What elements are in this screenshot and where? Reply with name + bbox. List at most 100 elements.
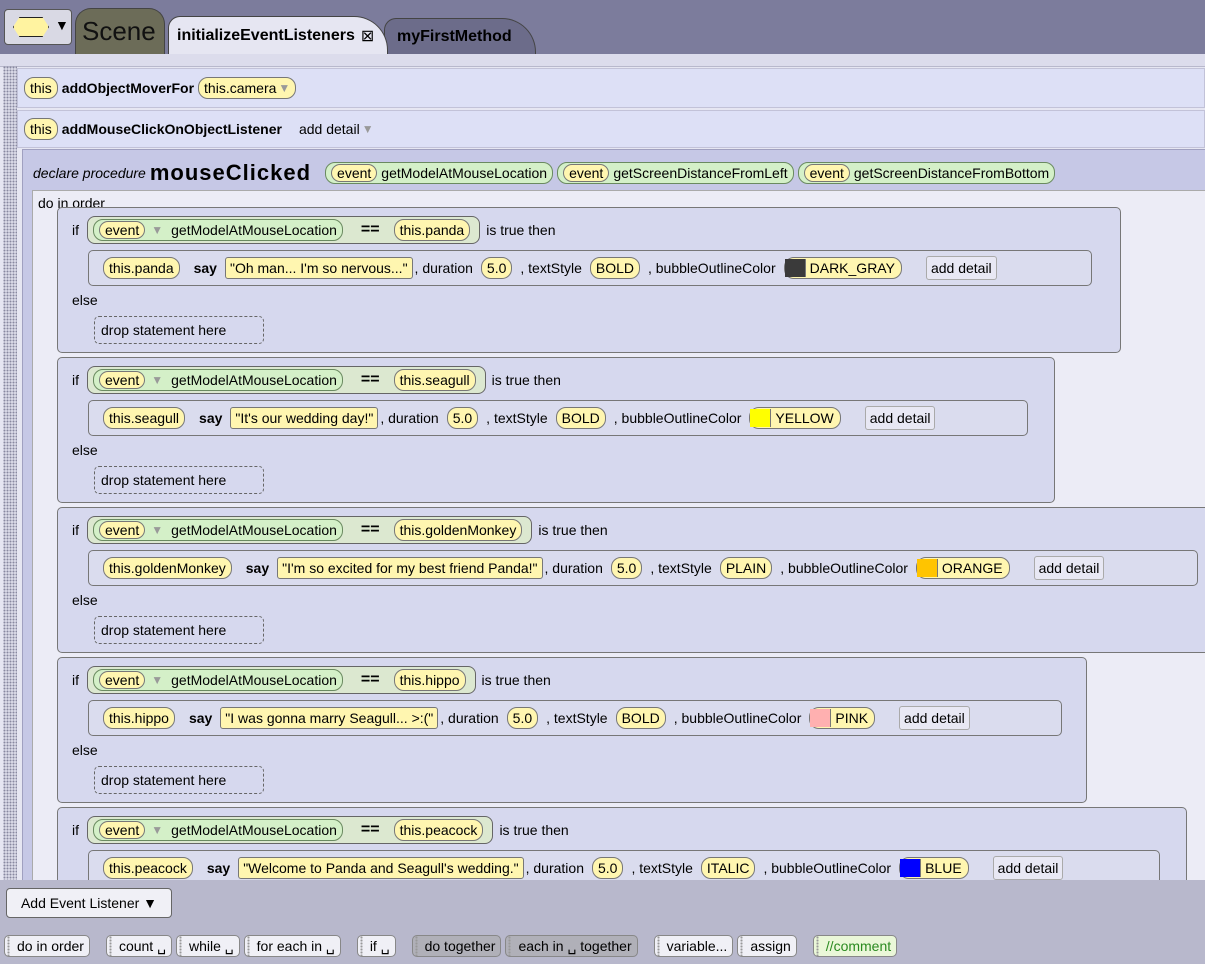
if-block-hippo[interactable]: if event▼getModelAtMouseLocation == this…: [57, 657, 1087, 803]
bubble-color-value[interactable]: PINK: [809, 707, 876, 729]
condition[interactable]: event▼getModelAtMouseLocation == this.se…: [87, 366, 486, 394]
textstyle-label: , textStyle: [520, 260, 582, 276]
param-label: getScreenDistanceFromBottom: [853, 165, 1050, 181]
compare-target[interactable]: this.goldenMonkey: [393, 519, 523, 541]
argument-label: this.camera: [204, 80, 277, 96]
add-detail-button[interactable]: add detail: [864, 406, 936, 430]
close-icon[interactable]: ⊠: [360, 27, 375, 45]
model-at-mouse-expression[interactable]: event▼getModelAtMouseLocation: [93, 219, 343, 241]
drop-statement-area[interactable]: drop statement here: [94, 616, 264, 644]
textstyle-value[interactable]: BOLD: [615, 707, 666, 729]
add-detail-button[interactable]: add detail: [1033, 556, 1105, 580]
if-header: if event▼getModelAtMouseLocation == this…: [72, 366, 561, 394]
duration-value[interactable]: 5.0: [480, 257, 513, 279]
type-selector-button[interactable]: ▼: [4, 9, 72, 45]
drop-statement-area[interactable]: drop statement here: [94, 466, 264, 494]
statement-add-mouse-click-listener[interactable]: this addMouseClickOnObjectListener add d…: [17, 110, 1205, 148]
if-block-seagull[interactable]: if event▼getModelAtMouseLocation == this…: [57, 357, 1055, 503]
add-detail-button[interactable]: add detail: [992, 856, 1064, 880]
camera-argument[interactable]: this.camera▼: [198, 77, 297, 99]
drag-handle-grip[interactable]: [3, 66, 17, 880]
say-target[interactable]: this.goldenMonkey: [103, 557, 232, 579]
say-target[interactable]: this.hippo: [103, 707, 175, 729]
model-at-mouse-expression[interactable]: event▼getModelAtMouseLocation: [93, 819, 343, 841]
palette-each-in-together[interactable]: each in ␣ together: [505, 935, 638, 957]
say-target[interactable]: this.seagull: [103, 407, 186, 429]
this-pill[interactable]: this: [24, 118, 58, 140]
type-hexagon-icon: [13, 17, 49, 37]
compare-target[interactable]: this.hippo: [393, 669, 466, 691]
say-target[interactable]: this.peacock: [103, 857, 193, 879]
if-label: if: [72, 672, 79, 688]
model-at-mouse-expression[interactable]: event▼getModelAtMouseLocation: [93, 369, 343, 391]
palette-do-in-order[interactable]: do in order: [4, 935, 90, 957]
duration-value[interactable]: 5.0: [446, 407, 479, 429]
condition[interactable]: event▼getModelAtMouseLocation == this.pe…: [87, 816, 494, 844]
say-text[interactable]: "Welcome to Panda and Seagull's wedding.…: [238, 857, 524, 879]
duration-value[interactable]: 5.0: [506, 707, 539, 729]
add-detail-button[interactable]: add detail: [899, 706, 970, 730]
say-text[interactable]: "It's our wedding day!": [230, 407, 379, 429]
statement-add-object-mover[interactable]: this addObjectMoverFor this.camera▼: [17, 68, 1205, 108]
say-statement[interactable]: this.seagull say "It's our wedding day!"…: [88, 400, 1028, 436]
if-block-golden-monkey[interactable]: if event▼getModelAtMouseLocation == this…: [57, 507, 1205, 653]
tab-initialize-event-listeners[interactable]: initializeEventListeners⊠: [168, 16, 388, 54]
say-text[interactable]: "Oh man... I'm so nervous...": [224, 257, 413, 279]
say-target[interactable]: this.panda: [103, 257, 180, 279]
say-statement[interactable]: this.panda say "Oh man... I'm so nervous…: [88, 250, 1092, 286]
tab-myfirstmethod[interactable]: myFirstMethod: [384, 18, 536, 54]
add-event-listener-button[interactable]: Add Event Listener ▼: [6, 888, 172, 918]
if-header: if event▼getModelAtMouseLocation == this…: [72, 816, 569, 844]
palette-variable[interactable]: variable...: [653, 935, 734, 957]
tab-scene[interactable]: Scene: [75, 8, 165, 54]
if-block-peacock[interactable]: if event▼getModelAtMouseLocation == this…: [57, 807, 1187, 880]
if-label: if: [72, 822, 79, 838]
bubble-color-value[interactable]: DARK_GRAY: [783, 257, 902, 279]
add-detail-button[interactable]: add detail▼: [294, 119, 379, 139]
compare-target[interactable]: this.seagull: [393, 369, 476, 391]
palette-assign[interactable]: assign: [737, 935, 797, 957]
model-at-mouse-expression[interactable]: event▼getModelAtMouseLocation: [93, 519, 343, 541]
condition[interactable]: event▼getModelAtMouseLocation == this.pa…: [87, 216, 481, 244]
say-text[interactable]: "I was gonna marry Seagull... >:(": [220, 707, 439, 729]
condition[interactable]: event▼getModelAtMouseLocation == this.hi…: [87, 666, 476, 694]
bubble-color-value[interactable]: BLUE: [899, 857, 969, 879]
duration-value[interactable]: 5.0: [610, 557, 643, 579]
textstyle-value[interactable]: PLAIN: [719, 557, 773, 579]
textstyle-value[interactable]: BOLD: [589, 257, 640, 279]
say-statement[interactable]: this.hippo say "I was gonna marry Seagul…: [88, 700, 1062, 736]
drop-statement-area[interactable]: drop statement here: [94, 766, 264, 794]
palette-for-each-in[interactable]: for each in ␣: [243, 935, 341, 957]
drop-statement-area[interactable]: drop statement here: [94, 316, 264, 344]
is-true-then-label: is true then: [486, 222, 556, 238]
palette-count[interactable]: count ␣: [105, 935, 172, 957]
compare-target[interactable]: this.panda: [393, 219, 471, 241]
textstyle-value[interactable]: BOLD: [555, 407, 606, 429]
function-label: getModelAtMouseLocation: [171, 522, 337, 538]
palette-comment[interactable]: //comment: [812, 935, 898, 957]
add-event-label: Add Event Listener ▼: [20, 895, 158, 911]
condition[interactable]: event▼getModelAtMouseLocation == this.go…: [87, 516, 533, 544]
add-detail-button[interactable]: add detail: [925, 256, 997, 280]
bubble-color-label: , bubbleOutlineColor: [763, 860, 892, 876]
say-statement[interactable]: this.peacock say "Welcome to Panda and S…: [88, 850, 1160, 880]
bubble-color-value[interactable]: ORANGE: [915, 557, 1010, 579]
compare-target[interactable]: this.peacock: [393, 819, 484, 841]
duration-value[interactable]: 5.0: [591, 857, 624, 879]
say-text[interactable]: "I'm so excited for my best friend Panda…: [277, 557, 543, 579]
textstyle-value[interactable]: ITALIC: [700, 857, 756, 879]
do-in-order-block[interactable]: do in order if event▼getModelAtMouseLoca…: [32, 190, 1205, 880]
bubble-color-value[interactable]: YELLOW: [749, 407, 841, 429]
palette-if[interactable]: if ␣: [356, 935, 396, 957]
this-pill[interactable]: this: [24, 77, 58, 99]
dropdown-arrow-icon: ▼: [361, 122, 374, 136]
model-at-mouse-expression[interactable]: event▼getModelAtMouseLocation: [93, 669, 343, 691]
palette-while[interactable]: while ␣: [175, 935, 240, 957]
palette-do-together[interactable]: do together: [411, 935, 502, 957]
say-statement[interactable]: this.goldenMonkey say "I'm so excited fo…: [88, 550, 1198, 586]
if-block-panda[interactable]: if event▼getModelAtMouseLocation == this…: [57, 207, 1121, 353]
